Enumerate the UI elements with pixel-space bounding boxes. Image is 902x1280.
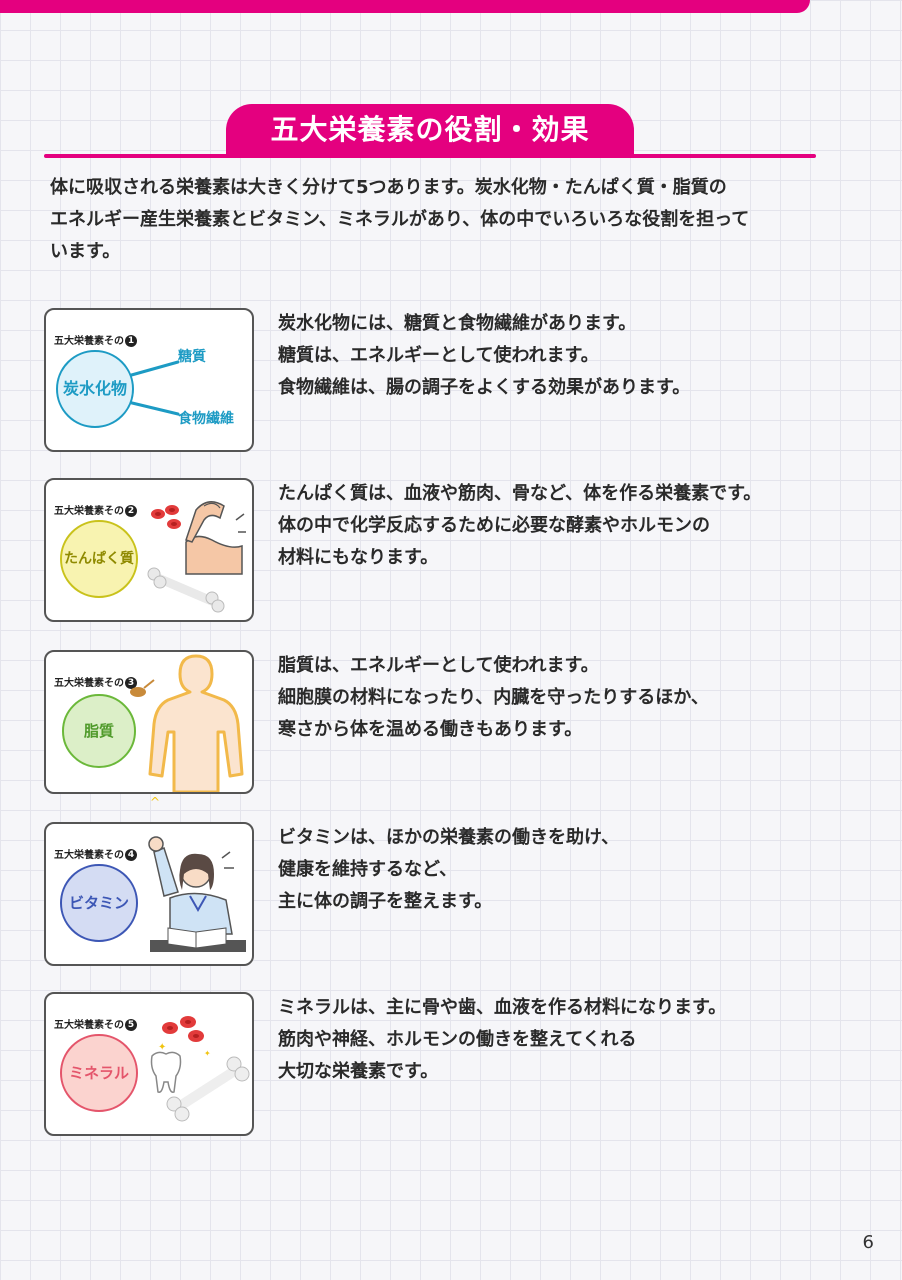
description-line: 糖質は、エネルギーとして使われます。 <box>278 345 599 366</box>
tooth-icon <box>150 1051 182 1094</box>
number-badge: 3 <box>125 677 137 689</box>
branch-label-sugar: 糖質 <box>178 349 206 365</box>
intro-line: います。 <box>50 241 121 262</box>
page-number: 6 <box>862 1232 874 1253</box>
svg-text:✦: ✦ <box>204 1049 211 1058</box>
protein-illustration <box>147 501 246 613</box>
blood-cells-icon <box>162 1016 204 1042</box>
nutrient-description: ビタミンは、ほかの栄養素の働きを助け、 健康を維持するなど、 主に体の調子を整え… <box>278 822 864 918</box>
bone-icon <box>147 567 225 613</box>
open-book-icon <box>150 927 246 952</box>
nutrient-description: ミネラルは、主に骨や歯、血液を作る材料になります。 筋肉や神経、ホルモンの働きを… <box>278 992 864 1088</box>
description-line: 健康を維持するなど、 <box>278 859 458 880</box>
bone-icon <box>166 1056 250 1122</box>
muscle-arm-icon <box>185 501 246 575</box>
number-badge: 1 <box>125 335 137 347</box>
nutrient-circle: ミネラル <box>60 1034 138 1112</box>
branch-label-fiber: 食物繊維 <box>178 411 234 427</box>
nutrient-description: 炭水化物には、糖質と食物繊維があります。 糖質は、エネルギーとして使われます。 … <box>278 308 864 404</box>
nutrient-circle: たんぱく質 <box>60 520 138 598</box>
section-header: 五大栄養素の役割・効果 <box>0 100 902 160</box>
description-line: 大切な栄養素です。 <box>278 1061 439 1082</box>
intro-paragraph: 体に吸収される栄養素は大きく分けて5つあります。炭水化物・たんぱく質・脂質の エ… <box>50 172 830 268</box>
branch-lines <box>126 360 180 416</box>
blood-cells-icon <box>151 505 181 529</box>
intro-line: 体に吸収される栄養素は大きく分けて5つあります。炭水化物・たんぱく質・脂質の <box>50 177 727 198</box>
title-underline <box>44 154 816 158</box>
nutrient-description: 脂質は、エネルギーとして使われます。 細胞膜の材料になったり、内臓を守ったりする… <box>278 650 864 746</box>
svg-text:✦: ✦ <box>158 1042 166 1053</box>
description-line: 炭水化物には、糖質と食物繊維があります。 <box>278 313 637 334</box>
sparkle-icon: ✦ ✦ <box>158 1042 211 1058</box>
fat-illustration <box>130 654 244 792</box>
description-line: 筋肉や神経、ホルモンの働きを整えてくれる <box>278 1029 637 1050</box>
fat-drop-icon <box>130 679 155 697</box>
number-badge: 5 <box>125 1019 137 1031</box>
description-line: 脂質は、エネルギーとして使われます。 <box>278 655 599 676</box>
nutrient-circle: 炭水化物 <box>56 350 134 428</box>
description-line: 食物繊維は、腸の調子をよくする効果があります。 <box>278 377 691 398</box>
description-line: たんぱく質は、血液や筋肉、骨など、体を作る栄養素です。 <box>278 483 762 504</box>
intro-line: エネルギー産生栄養素とビタミン、ミネラルがあり、体の中でいろいろな役割を担って <box>50 209 750 230</box>
number-badge: 2 <box>125 505 137 517</box>
student-raising-hand-icon <box>148 836 234 935</box>
page-title: 五大栄養素の役割・効果 <box>226 104 634 156</box>
vitamin-illustration <box>148 836 246 952</box>
human-body-icon <box>148 654 244 792</box>
description-line: 細胞膜の材料になったり、内臓を守ったりするほか、 <box>278 687 709 708</box>
description-line: 体の中で化学反応するために必要な酵素やホルモンの <box>278 515 710 536</box>
nutrient-description: たんぱく質は、血液や筋肉、骨など、体を作る栄養素です。 体の中で化学反応するため… <box>278 478 864 574</box>
nutrient-circle: 脂質 <box>62 694 136 768</box>
description-line: ビタミンは、ほかの栄養素の働きを助け、 <box>278 827 620 848</box>
description-line: 主に体の調子を整えます。 <box>278 891 493 912</box>
description-line: ミネラルは、主に骨や歯、血液を作る材料になります。 <box>278 997 727 1018</box>
nutrient-circle: ビタミン <box>60 864 138 942</box>
description-line: 材料にもなります。 <box>278 547 439 568</box>
top-accent-bar <box>0 0 810 13</box>
number-badge: 4 <box>125 849 137 861</box>
description-line: 寒さから体を温める働きもあります。 <box>278 719 583 740</box>
sparkle-icon: ^ <box>150 795 161 809</box>
mineral-illustration: ✦ ✦ <box>150 1016 250 1122</box>
